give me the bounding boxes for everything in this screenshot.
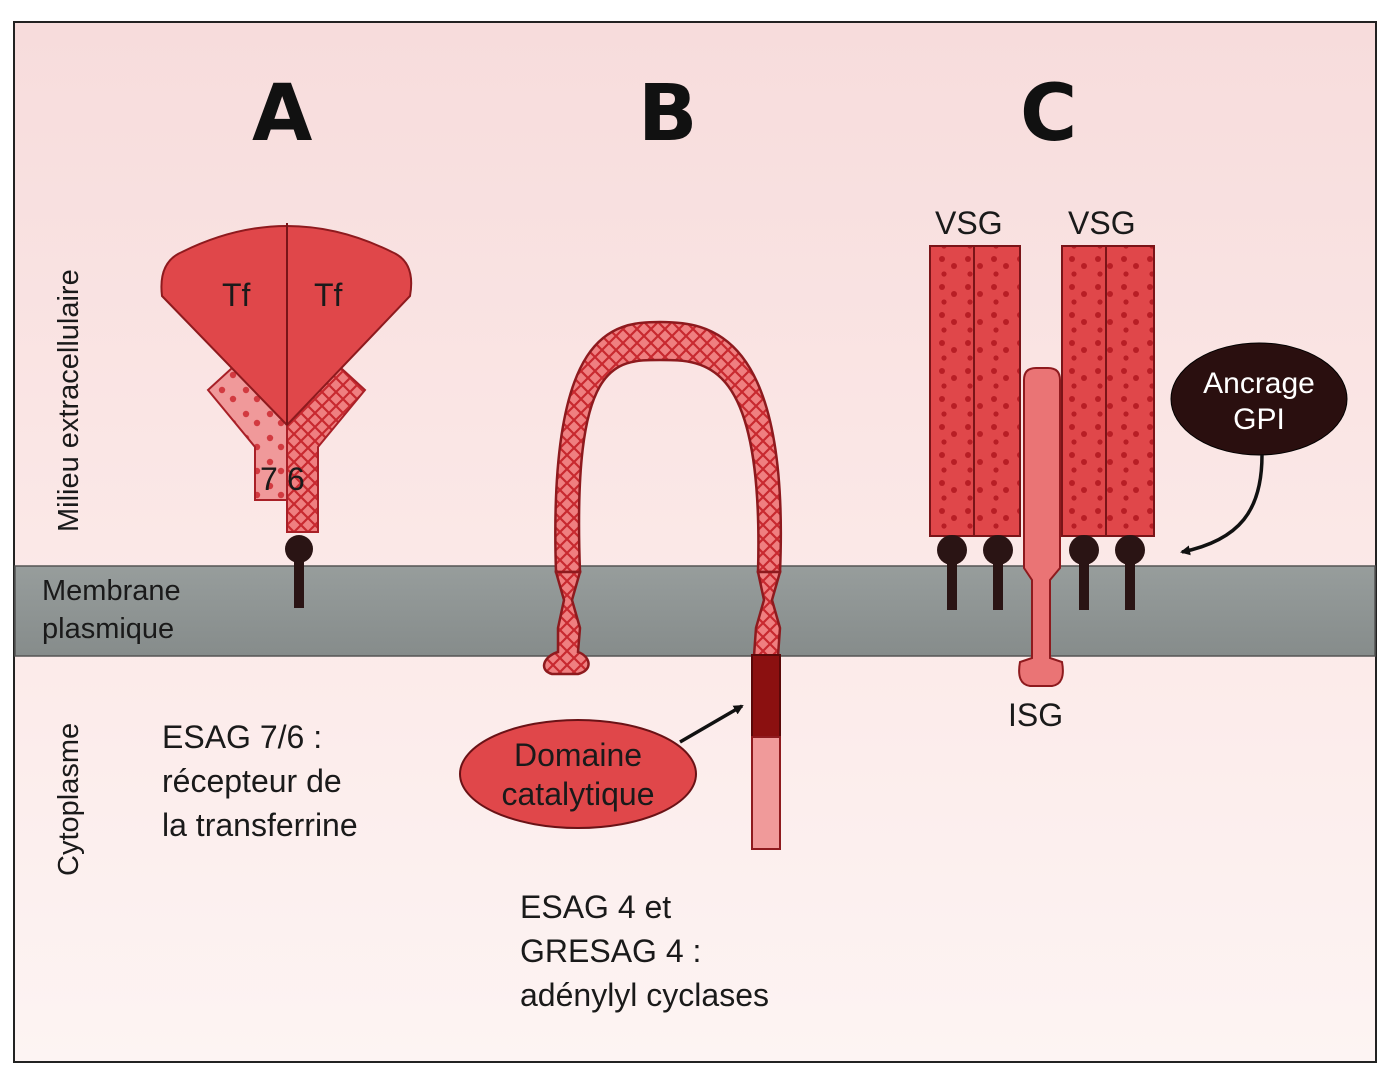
gpi-anchor-head [983,535,1013,565]
gpi-anchor-tail [993,560,1003,610]
panel-a-caption-line3: la transferrine [162,807,358,843]
gpi-anchor-head [1069,535,1099,565]
vsg-right-label: VSG [1068,205,1136,241]
vsg-monomer [929,245,975,537]
plasma-membrane [14,565,1376,657]
vsg-monomer [973,245,1021,537]
tf-right-label: Tf [314,277,343,313]
gpi-anchor-head [1115,535,1145,565]
membrane-label-line1: Membrane [42,575,181,607]
tf-left-label: Tf [222,277,251,313]
gpi-callout-line1: Ancrage [1203,367,1315,400]
figure-frame [13,21,1377,1063]
catalytic-domain [751,654,781,738]
cytoplasm-label: Cytoplasme [53,723,85,876]
callout-line2: catalytique [502,776,655,812]
panel-b-caption-line3: adénylyl cyclases [520,977,769,1013]
isg-label: ISG [1008,697,1063,733]
adenylyl-cyclase [542,320,783,850]
gpi-anchor-tail [294,560,304,608]
panel-b-caption-line1: ESAG 4 et [520,889,671,925]
vsg-coat: VSG VSG ISG [929,205,1155,733]
subunit-7-label: 7 [260,461,278,497]
isg-protein [1018,367,1064,687]
gpi-callout [1170,342,1348,456]
panel-letter-b: B [638,69,697,159]
panel-b-caption-line2: GRESAG 4 : [520,933,701,969]
callout-line1: Domaine [514,737,642,773]
vsg-monomer [1061,245,1107,537]
gpi-callout-line2: GPI [1233,403,1285,436]
esag76-receptor: Tf Tf 7 6 [160,223,413,608]
callout-arrow [679,704,744,744]
membrane-label-line2: plasmique [42,613,174,645]
gpi-anchor-head [285,535,313,563]
gpi-anchor-tail [1125,560,1135,610]
catalytic-domain-callout [459,719,697,829]
vsg-monomer [1105,245,1155,537]
gpi-anchor-tail [1079,560,1089,610]
c-terminal-tail [751,736,781,850]
n-terminal-segment [542,570,590,676]
gpi-callout-arrow [1180,454,1264,556]
subunit-6-label: 6 [287,461,305,497]
extracellular-label: Milieu extracellulaire [53,269,85,532]
gpi-anchor-tail [947,560,957,610]
gpi-anchor-head [937,535,967,565]
panel-letter-c: C [1020,69,1077,159]
vsg-left-label: VSG [935,205,1003,241]
panel-a-caption-line2: récepteur de [162,763,342,799]
panel-a-caption-line1: ESAG 7/6 : [162,719,322,755]
panel-letter-a: A [252,69,312,159]
gpi-anchors [937,535,1145,610]
